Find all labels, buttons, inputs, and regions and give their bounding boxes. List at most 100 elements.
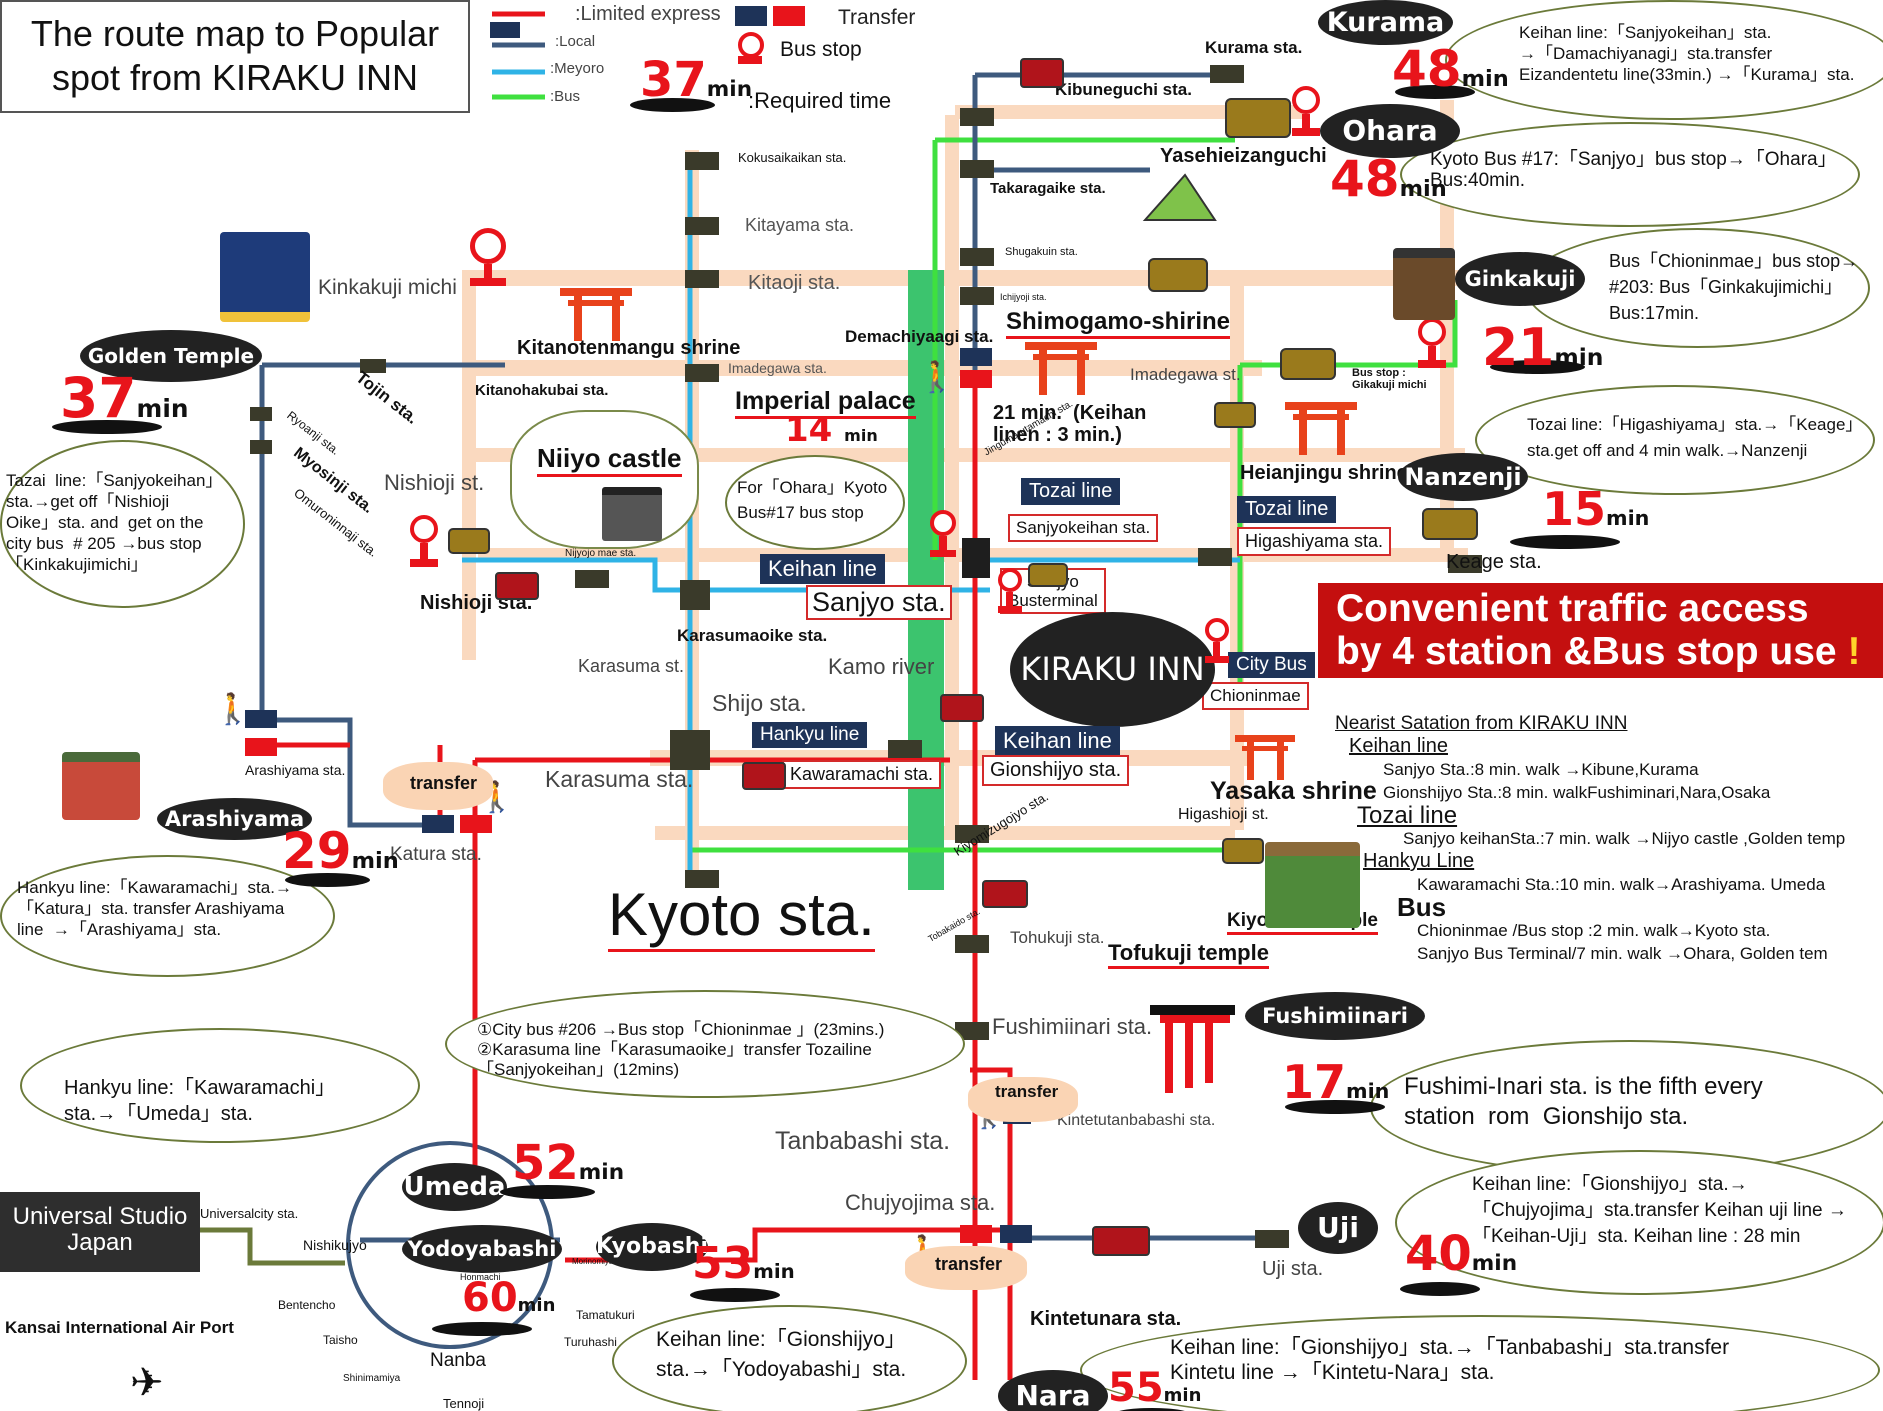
station-katura: Katura sta. <box>390 844 482 865</box>
mark-imadegawa <box>685 364 719 382</box>
station-morinomiya: Morinomiya <box>572 1257 614 1266</box>
street-imadegawa <box>462 360 1262 376</box>
tag-hankyu: Hankyu line <box>752 722 868 748</box>
mark-higashiyama <box>1198 548 1232 566</box>
bubble-ohara-stop-text: For「Ohara」Kyoto Bus#17 bus stop <box>737 478 888 522</box>
legend-bus-stop: Bus stop <box>780 38 862 61</box>
legend-limited-express: :Limited express <box>575 3 721 25</box>
station-higashioji: Higashioji st. <box>1178 806 1269 823</box>
place-sanjyo-sta: Sanjyo sta. <box>806 585 952 620</box>
bus-stop-nishioji-icon <box>410 515 438 567</box>
place-kitanotenmangu: Kitanotenmangu shrine <box>517 337 741 359</box>
destination-golden-label: Golden Temple <box>80 330 262 382</box>
destination-fushimiinari-label: Fushimiinari <box>1245 992 1425 1040</box>
station-kitanohakubai: Kitanohakubai sta. <box>475 382 609 399</box>
street-marutamachi <box>475 448 1465 462</box>
mark-shugakuin <box>960 248 994 266</box>
destination-kurama-label: Kurama <box>1318 0 1453 45</box>
station-karasuma-sta: Karasuma sta. <box>545 766 694 792</box>
bus-ohara-icon <box>1225 98 1291 138</box>
legend-transfer: Transfer <box>838 6 916 29</box>
destination-nanzenji-label: Nanzenji <box>1398 453 1528 501</box>
station-universalcity: Universalcity sta. <box>200 1206 299 1221</box>
tag-keihan-1: Keihan line <box>760 554 885 584</box>
kiyomizu-icon <box>1265 842 1360 928</box>
nearest-hankyu-1: Kawaramachi Sta.:10 min. walk→Arashiyama… <box>1417 875 1826 894</box>
torii-yasaka-icon <box>1235 735 1295 780</box>
station-kokusaikaikan: Kokusaikaikan sta. <box>738 150 847 165</box>
mark-katura-red <box>460 815 492 833</box>
mark-ichijoji <box>960 287 994 305</box>
street-kitaoji <box>462 270 1462 286</box>
bubble-nara-text: Keihan line:「Gionshijyo」sta.→「Tanbabashi… <box>1170 1336 1730 1384</box>
destination-uji-label: Uji <box>1298 1202 1378 1254</box>
bubble-uji: Keihan line:「Gionshijyo」sta.→ 「Chujyojim… <box>1395 1150 1883 1295</box>
tag-city-bus: City Bus <box>1228 652 1315 678</box>
destination-kyobashi-shadow <box>690 1288 780 1302</box>
place-imperial-palace: Imperial palace <box>735 387 916 419</box>
place-universal-studio: Universal Studio Japan <box>0 1192 200 1272</box>
station-karasumaoike: Karasumaoike sta. <box>677 626 828 645</box>
bus-terminal-icon <box>1028 563 1068 587</box>
nearest-bus: Bus <box>1397 892 1447 922</box>
bubble-arashiyama: Hankyu line:「Kawaramachi」sta.→ 「Katura」s… <box>0 855 335 977</box>
station-kintetunara: Kintetunara sta. <box>1030 1308 1182 1330</box>
kamo-river-label: Kamo river <box>828 654 935 679</box>
legend-transfer-b <box>773 6 805 26</box>
bubble-golden-text: Tazai line:「Sanjyokeihan」 sta.→get off「N… <box>6 471 223 574</box>
mark-demachi-red <box>960 370 992 388</box>
nearest-tozai: Tozai line <box>1357 802 1458 829</box>
mark-keage <box>1448 555 1482 573</box>
walker-arashiyama-icon: 🚶 <box>214 693 252 726</box>
destination-uji-shadow <box>1400 1282 1480 1296</box>
mark-fushimiinari <box>955 1022 989 1040</box>
mark-ryoanji <box>250 407 272 421</box>
nearest-keihan-2: Gionshijyo Sta.:8 min. walkFushiminari,N… <box>1383 783 1771 802</box>
station-keage: Keage sta. <box>1446 551 1542 573</box>
station-nijyojo-mae: Nijyojo mae sta. <box>565 548 637 559</box>
bubble-kurama-text: Keihan line:「Sanjyokeihan」sta. →「Damachi… <box>1519 23 1855 84</box>
banner-line-1: Convenient traffic access <box>1336 587 1809 630</box>
mark-kitaoji <box>685 270 719 288</box>
street-shirakawa <box>1440 100 1454 560</box>
station-chujyojima: Chujyojima sta. <box>845 1190 996 1215</box>
bubble-nanzenji: Tozai line:「Higashiyama」sta.→「Keage」 sta… <box>1475 385 1875 495</box>
bus-stop-chioninmae-icon <box>1205 618 1229 663</box>
map-title-line-1: The route map to Popular <box>30 13 440 54</box>
bubble-ohara-stop: For「Ohara」Kyoto Bus#17 bus stop <box>725 455 905 550</box>
nearest-heading: Nearist Satation from KIRAKU INN <box>1335 713 1628 734</box>
mark-demachi-navy <box>960 348 992 366</box>
destination-ginkakuji-minutes: 21min <box>1482 318 1604 378</box>
torii-shimogamo-icon <box>1025 342 1097 395</box>
mark-takaragaike <box>960 160 994 178</box>
destination-fushimiinari-shadow <box>1285 1100 1385 1114</box>
place-nijyo-castle: Niiyo castle <box>537 443 682 477</box>
bus-kiyomizu-icon <box>1222 838 1264 864</box>
station-takaragaike: Takaragaike sta. <box>990 180 1106 197</box>
nearest-bus-2: Sanjyo Bus Terminal/7 min. walk →Ohara, … <box>1417 944 1828 963</box>
destination-yodoyabashi-label: Yodoyabashi <box>402 1225 562 1273</box>
transfer-marks <box>245 6 1032 1243</box>
destination-yodoyabashi-minutes: 60min <box>462 1275 556 1321</box>
station-turuhashi: Turuhashi <box>564 1335 617 1349</box>
bubble-umeda: Hankyu line:「Kawaramachi」 sta.→「Umeda」st… <box>20 1028 420 1143</box>
bubble-yodoyabashi-text: Keihan line:「Gionshijyo」 sta.→「Yodoyabas… <box>656 1328 907 1381</box>
tag-tozai-2: Tozai line <box>1237 496 1337 523</box>
station-imadegawa-st: Imadegawa st. <box>1130 365 1241 384</box>
destination-umeda-label: Umeda <box>402 1163 507 1211</box>
nearest-bus-1: Chioninmae /Bus stop :2 min. walk→Kyoto … <box>1417 921 1771 940</box>
arashiyama-temple-icon <box>62 752 140 820</box>
station-nishikujyo: Nishikujyo <box>303 1237 367 1253</box>
station-tohukuji: Tohukuji sta. <box>1010 928 1105 947</box>
bubble-ohara-text: Kyoto Bus #17:「Sanjyo」bus stop→「Ohara」 B… <box>1430 149 1837 191</box>
bubble-nanzenji-text: Tozai line:「Higashiyama」sta.→「Keage」 sta… <box>1527 415 1863 460</box>
bubble-kurama: Keihan line:「Sanjyokeihan」sta. →「Damachi… <box>1445 0 1883 120</box>
legend-lines <box>492 11 545 100</box>
mark-gionshijo <box>955 825 989 843</box>
mark-karasumaoike <box>680 580 710 610</box>
tag-keihan-2: Keihan line <box>995 726 1120 756</box>
bubble-yodoyabashi: Keihan line:「Gionshijyo」 sta.→「Yodoyabas… <box>612 1305 967 1411</box>
station-tennoji: Tennoji <box>443 1396 485 1411</box>
destination-kyobashi-minutes: 53min <box>692 1238 795 1289</box>
